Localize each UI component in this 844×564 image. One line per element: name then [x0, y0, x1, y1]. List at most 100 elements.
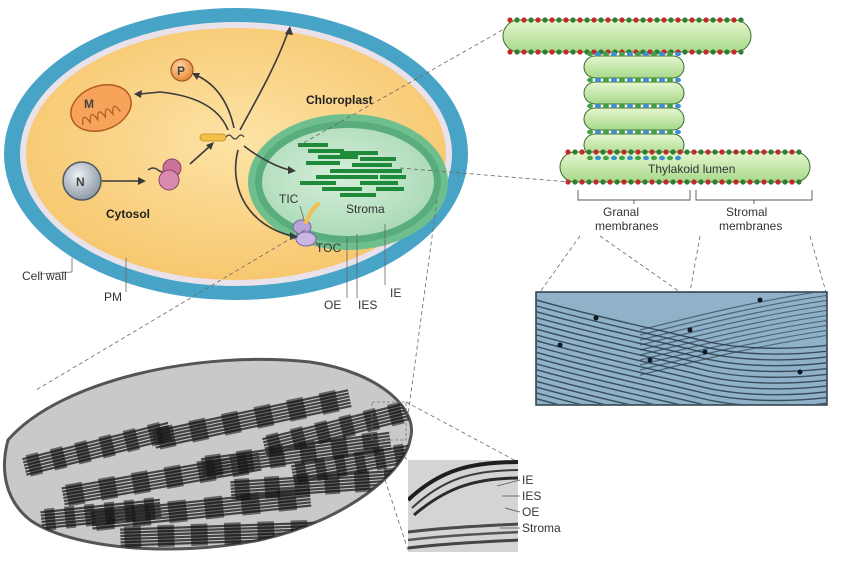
- membrane-protein-dot: [591, 17, 597, 23]
- granal-membranes-label-line1: Granal: [603, 205, 639, 219]
- membrane-protein-dot: [768, 179, 774, 185]
- micrograph-membrane-line: [639, 334, 826, 376]
- micrograph-membrane-line: [537, 340, 826, 390]
- micrograph-grana: [22, 389, 412, 549]
- membrane-protein-dot: [684, 149, 690, 155]
- stack-particle: [635, 103, 641, 109]
- membrane-protein-dot: [712, 149, 718, 155]
- membrane-protein-dot: [689, 49, 695, 55]
- membrane-protein-dot: [754, 179, 760, 185]
- micrograph-particle: [702, 349, 708, 355]
- oe-label: OE: [324, 298, 341, 312]
- micrograph-granum: [120, 519, 321, 549]
- stack-particle: [675, 129, 681, 135]
- membrane-protein-dot: [717, 17, 723, 23]
- micrograph-membrane-line: [537, 345, 826, 396]
- membrane-protein-dot: [649, 149, 655, 155]
- membrane-protein-dot: [614, 179, 620, 185]
- granum-stack: Thylakoid lumen: [502, 17, 811, 185]
- micrograph-membrane-lines: [537, 293, 826, 404]
- stroma-label: Stroma: [346, 202, 385, 216]
- micrograph-membrane-line: [537, 369, 680, 404]
- membrane-protein-dot: [747, 149, 753, 155]
- membrane-protein-dot: [593, 179, 599, 185]
- membrane-protein-dot: [670, 149, 676, 155]
- membrane-protein-dot: [640, 17, 646, 23]
- membrane-protein-dot: [528, 17, 534, 23]
- membrane-protein-dot: [647, 17, 653, 23]
- stack-particle: [627, 129, 633, 135]
- thylakoid-lumen-label: Thylakoid lumen: [648, 162, 735, 176]
- stack-particle: [587, 155, 593, 161]
- micrograph-membrane-line: [639, 294, 826, 336]
- membrane-protein-dot: [593, 149, 599, 155]
- membrane-protein-dot: [577, 49, 583, 55]
- ie-label: IE: [390, 286, 401, 300]
- thylakoid-stacks: [298, 143, 406, 197]
- stack-particle: [595, 129, 601, 135]
- micrograph-membrane-line: [537, 374, 655, 404]
- micrograph-membrane-line: [639, 314, 826, 356]
- membrane-protein-dot: [738, 17, 744, 23]
- stack-particle: [651, 77, 657, 83]
- membrane-protein-dot: [684, 179, 690, 185]
- stack-particle: [619, 155, 625, 161]
- membrane-protein-dot: [717, 49, 723, 55]
- stack-particle: [643, 129, 649, 135]
- membrane-protein-dot: [600, 179, 606, 185]
- membrane-protein-dot: [705, 179, 711, 185]
- micrograph-granum: [40, 497, 162, 531]
- cell-wall-label: Cell wall: [22, 269, 67, 283]
- membrane-protein-dot: [549, 17, 555, 23]
- stack-particle: [659, 51, 665, 57]
- sorting-arrows: [102, 31, 293, 237]
- membrane-protein-dot: [789, 179, 795, 185]
- membrane-protein-dot: [579, 179, 585, 185]
- inset-ie-label: IE: [522, 473, 533, 487]
- inset-oe-label: OE: [522, 505, 539, 519]
- chloroplast-stroma: [262, 128, 434, 236]
- stack-particle: [667, 77, 673, 83]
- membrane-protein-dot: [705, 149, 711, 155]
- toc-complex-lower: [295, 231, 317, 247]
- membrane-protein-dot: [642, 179, 648, 185]
- stromal-membranes-label-line1: Stromal: [726, 205, 767, 219]
- toc-label: TOC: [316, 241, 341, 255]
- inset-ies-label: IES: [522, 489, 541, 503]
- membrane-protein-dot: [775, 149, 781, 155]
- membrane-protein-dot: [521, 49, 527, 55]
- tic-label: TIC: [279, 192, 299, 206]
- membrane-protein-dot: [782, 179, 788, 185]
- micrograph-particle: [593, 315, 599, 321]
- membrane-protein-dot: [663, 149, 669, 155]
- stack-particle: [675, 77, 681, 83]
- membrane-protein-dot: [628, 179, 634, 185]
- micrograph-membrane-line: [537, 322, 826, 373]
- stack-particle: [587, 51, 593, 57]
- micrograph-membrane-line: [537, 316, 826, 367]
- membrane-protein-dot: [549, 49, 555, 55]
- membrane-protein-dot: [761, 179, 767, 185]
- membrane-protein-dot: [740, 149, 746, 155]
- membrane-protein-dot: [570, 17, 576, 23]
- micrograph-particle: [647, 357, 653, 363]
- membrane-protein-dot: [514, 49, 520, 55]
- membrane-protein-dot: [677, 179, 683, 185]
- stack-particle: [603, 103, 609, 109]
- membrane-protein-dot: [754, 149, 760, 155]
- stack-particle: [651, 51, 657, 57]
- membrane-protein-dot: [535, 17, 541, 23]
- membrane-protein-dot: [698, 149, 704, 155]
- stack-particle: [611, 155, 617, 161]
- membrane-protein-dot: [761, 149, 767, 155]
- membrane-protein-dot: [733, 179, 739, 185]
- mitochondrion: M: [70, 84, 132, 132]
- membrane-protein-dot: [542, 17, 548, 23]
- membrane-protein-dot: [586, 149, 592, 155]
- micrograph-membrane-line: [537, 328, 826, 378]
- membrane-protein-dot: [796, 179, 802, 185]
- membrane-protein-dot: [570, 49, 576, 55]
- membrane-protein-dot: [768, 149, 774, 155]
- micrograph-membrane-line: [537, 363, 705, 404]
- stack-particle: [659, 103, 665, 109]
